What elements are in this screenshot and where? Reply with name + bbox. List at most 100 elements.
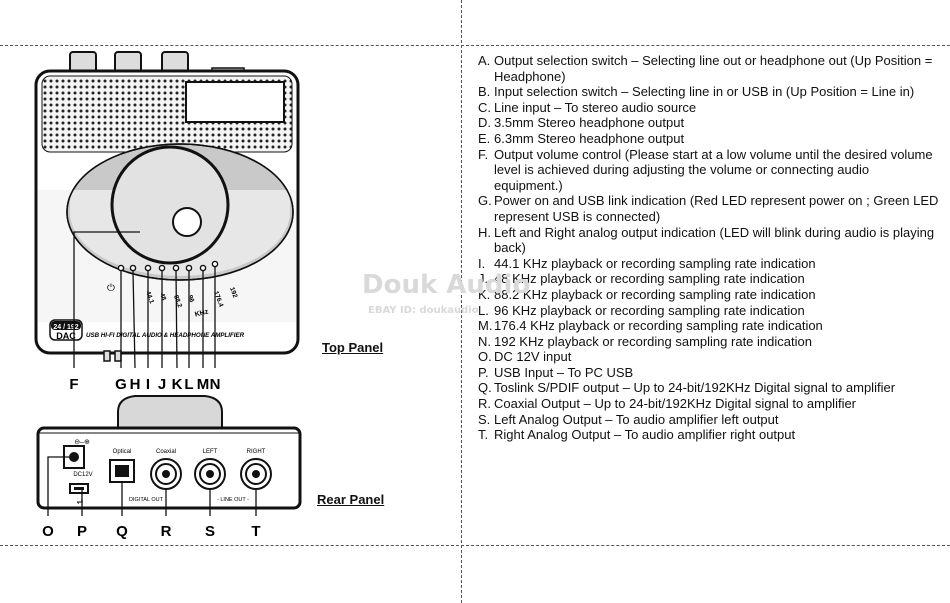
line-out-label: - LINE OUT - — [217, 497, 249, 503]
callout-label: O — [42, 523, 54, 540]
callout-label: S — [205, 523, 215, 540]
legend-text: 88.2 KHz playback or recording sampling … — [494, 286, 816, 302]
left-label: LEFT — [203, 449, 218, 455]
legend-text: Power on and USB link indication (Red LE… — [494, 193, 939, 224]
legend-text: Right Analog Output – To audio amplifier… — [494, 427, 796, 443]
callout-label: Q — [116, 523, 128, 540]
callout-label: N — [210, 376, 221, 393]
led-indicator — [158, 264, 166, 272]
legend-item: A.Output selection switch – Selecting li… — [478, 53, 940, 84]
rate-label: 48 — [158, 292, 167, 302]
callout-label: M — [197, 376, 210, 393]
right-label: RIGHT — [247, 449, 266, 455]
legend-key: S. — [478, 411, 491, 427]
dac-badge-top: 24 / 192 — [53, 324, 78, 331]
cut-line-bottom — [0, 545, 950, 546]
volume-knob-indicator — [172, 207, 202, 237]
legend-item: L. 96 KHz playback or recording sampling … — [478, 303, 940, 319]
usb-symbol: ⇌ — [77, 497, 84, 506]
rear-panel-device: ⊖–⊕ DC12V ⇌ Optical Coaxial DIGITAL OUT … — [36, 395, 302, 510]
legend-item: Q.Toslink S/PDIF output – Up to 24-bit/1… — [478, 380, 940, 396]
legend-key: L. — [478, 302, 489, 318]
rear-knob-dome — [117, 395, 223, 429]
legend-item: K.88.2 KHz playback or recording samplin… — [478, 287, 940, 303]
legend-text: Input selection switch – Selecting line … — [494, 84, 915, 100]
top-panel-title: Top Panel — [322, 340, 384, 355]
cut-line-center — [461, 0, 462, 603]
rate-label: 96 — [186, 294, 195, 304]
svg-text:⊖–⊕: ⊖–⊕ — [74, 439, 90, 446]
legend-key: B. — [478, 84, 491, 100]
legend-item: M.176.4 KHz playback or recording sampli… — [478, 318, 940, 334]
legend-item: J. 48 KHz playback or recording sampling … — [478, 271, 940, 287]
legend-key: T. — [478, 427, 489, 443]
led-indicator — [185, 264, 193, 272]
legend-item: C.Line input – To stereo audio source — [478, 100, 940, 116]
legend-list: A.Output selection switch – Selecting li… — [478, 53, 940, 443]
legend-item: F.Output volume control (Please start at… — [478, 147, 940, 194]
callout-label: I — [146, 376, 150, 393]
legend-item: R.Coaxial Output – Up to 24-bit/192KHz D… — [478, 396, 940, 412]
legend-item: O.DC 12V input — [478, 349, 940, 365]
legend-text: Line input – To stereo audio source — [494, 99, 697, 115]
legend-item: P.USB Input – To PC USB — [478, 365, 940, 381]
dc-label: DC12V — [73, 472, 92, 478]
legend-item: H.Left and Right analog output indicatio… — [478, 225, 940, 256]
legend-item: S.Left Analog Output – To audio amplifie… — [478, 412, 940, 428]
legend-key: R. — [478, 396, 491, 412]
legend-text: 3.5mm Stereo headphone output — [494, 115, 685, 131]
led-indicator — [199, 264, 207, 272]
legend-key: N. — [478, 333, 491, 349]
led-indicator — [144, 264, 152, 272]
led-indicator — [172, 264, 180, 272]
legend-text: DC 12V input — [494, 349, 572, 365]
legend-text: 96 KHz playback or recording sampling ra… — [494, 302, 805, 318]
led-indicator — [211, 260, 219, 268]
callout-label: P — [77, 523, 87, 540]
led-row — [117, 260, 219, 272]
legend-key: J. — [478, 271, 489, 287]
cut-line-top — [0, 45, 950, 46]
coaxial-label: Coaxial — [156, 449, 176, 455]
legend-key: G. — [478, 193, 492, 209]
legend-item: E.6.3mm Stereo headphone output — [478, 131, 940, 147]
rate-unit-label: KHz — [194, 308, 209, 318]
legend-item: I.44.1 KHz playback or recording samplin… — [478, 256, 940, 272]
callout-label: J — [158, 376, 166, 393]
legend-item: T. Right Analog Output – To audio amplifi… — [478, 427, 940, 443]
legend-key: E. — [478, 130, 491, 146]
callout-lines-top — [73, 231, 216, 369]
legend-text: Left Analog Output – To audio amplifier … — [494, 411, 779, 427]
callout-lines-rear — [47, 456, 257, 516]
legend-key: A. — [478, 53, 491, 68]
volume-knob — [110, 145, 230, 265]
callout-label: L — [184, 376, 193, 393]
callout-label: T — [251, 523, 260, 540]
legend-text: Output selection switch – Selecting line… — [494, 53, 933, 84]
legend-text: Left and Right analog output indication … — [494, 224, 935, 256]
legend-text: 48 KHz playback or recording sampling ra… — [494, 271, 805, 287]
legend-key: P. — [478, 364, 489, 380]
legend-key: D. — [478, 115, 491, 131]
led-indicator — [117, 264, 125, 272]
led-indicator — [129, 264, 137, 272]
legend-key: H. — [478, 224, 491, 240]
dac-badge-bottom: DAC — [56, 331, 76, 341]
rate-label: 44.1 — [144, 290, 155, 305]
legend-key: C. — [478, 99, 491, 115]
legend-text: 6.3mm Stereo headphone output — [494, 130, 685, 146]
rear-panel-title: Rear Panel — [317, 492, 385, 507]
model-text: USB HI-FI DIGITAL AUDIO & HEADPHONE AMPL… — [86, 332, 245, 339]
legend-text: 192 KHz playback or recording sampling r… — [494, 333, 812, 349]
legend-text: 176.4 KHz playback or recording sampling… — [494, 318, 823, 334]
legend-item: G.Power on and USB link indication (Red … — [478, 193, 940, 224]
rate-label: 88.2 — [172, 294, 183, 309]
callout-label: K — [172, 376, 183, 393]
legend-text: 44.1 KHz playback or recording sampling … — [494, 255, 816, 271]
legend-key: K. — [478, 286, 491, 302]
rate-label: 192 — [228, 286, 238, 299]
